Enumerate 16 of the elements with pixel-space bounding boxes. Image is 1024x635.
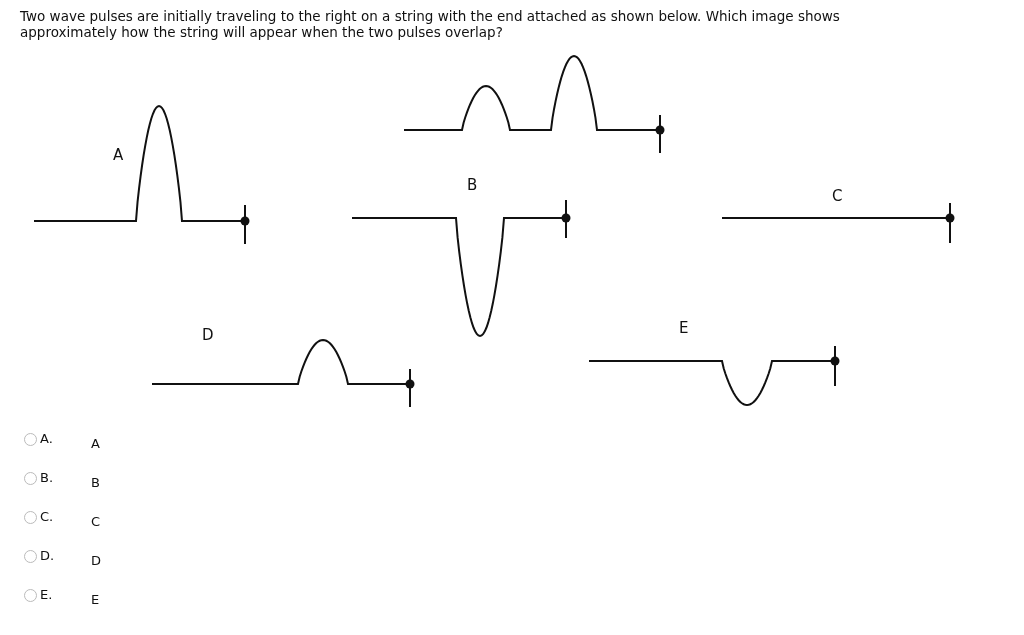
question-text: Two wave pulses are initially traveling to the right on a string with the end attached as shown below. Which image shows approximately how the string will appear when the two pulses overlap? [20,8,841,40]
option-answer: D [91,553,101,568]
option-letter: A. [40,431,53,446]
option-answer: A [91,436,100,451]
drawing-label: A [113,146,124,164]
option-letter: E. [40,587,53,602]
option-letter: D. [40,548,55,563]
option-answer: B [91,475,100,490]
drawing-label: C [832,187,843,205]
drawing-label: D [202,326,214,344]
option-letter: B. [40,470,54,485]
option-letter: C. [40,509,54,524]
drawing-label: B [467,176,478,194]
option-answer: E [91,592,100,607]
option-answer: C [91,514,101,529]
drawing-label: E [679,319,689,337]
